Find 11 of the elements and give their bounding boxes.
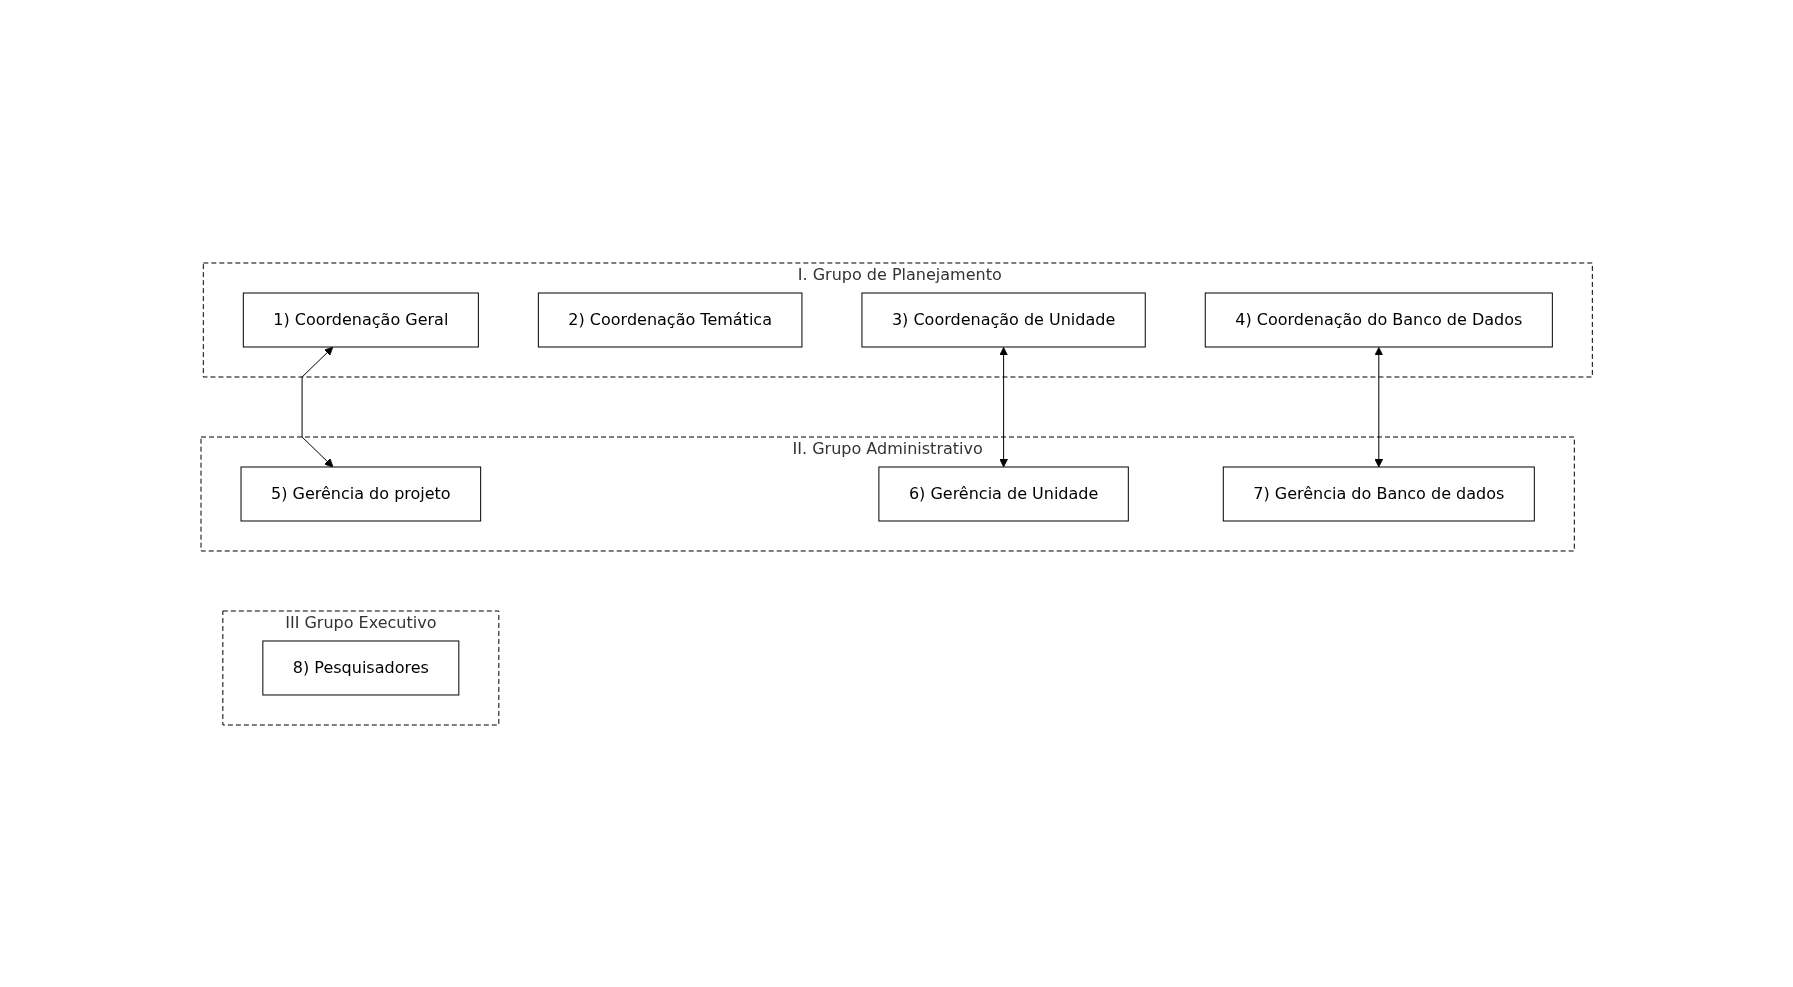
node-box: 3) Coordenação de Unidade <box>861 292 1146 347</box>
node-box: 5) Gerência do projeto <box>240 466 481 521</box>
node-box: 4) Coordenação do Banco de Dados <box>1204 292 1553 347</box>
arrow <box>301 346 334 467</box>
arrow <box>999 346 1008 467</box>
node-box: 2) Coordenação Temática <box>537 292 803 347</box>
node-box: 6) Gerência de Unidade <box>878 466 1129 521</box>
node-box: 1) Coordenação Geral <box>242 292 479 347</box>
arrow <box>1374 346 1383 467</box>
node-box: 7) Gerência do Banco de dados <box>1222 466 1535 521</box>
node-box: 8) Pesquisadores <box>262 640 460 695</box>
